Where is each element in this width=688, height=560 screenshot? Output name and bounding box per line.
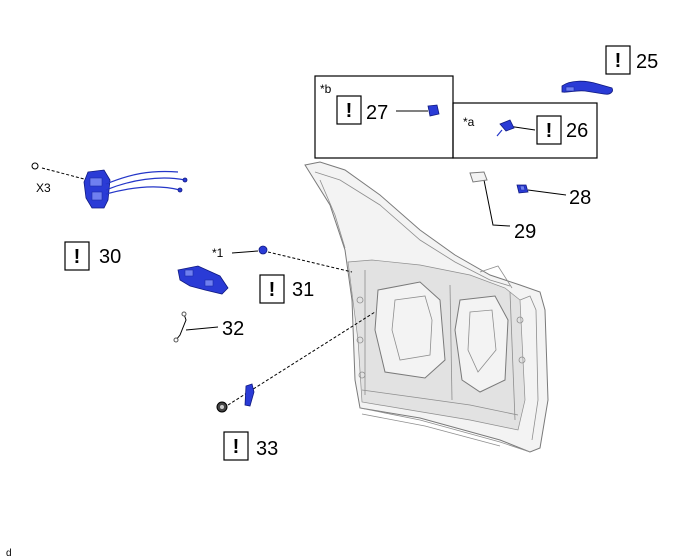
- attention-25: !: [605, 45, 631, 75]
- part-25-outside-handle: [561, 80, 613, 95]
- part-28-clip: [516, 184, 529, 194]
- attention-27: !: [336, 95, 362, 125]
- callout-30: 30: [99, 246, 121, 268]
- part-31-lock-control: [177, 245, 268, 295]
- attention-icon: !: [346, 100, 353, 122]
- leader-lines: [41, 110, 567, 406]
- note-x3: X3: [36, 181, 51, 195]
- callout-27: 27: [366, 102, 388, 124]
- attention-icon: !: [74, 246, 81, 268]
- part-33-plug: [216, 383, 255, 413]
- attention-33: !: [223, 431, 249, 461]
- callout-28: 28: [569, 187, 591, 209]
- note-star-a: *a: [463, 115, 475, 129]
- attention-30: !: [64, 241, 90, 271]
- note-star-b: *b: [320, 82, 332, 96]
- callout-26: 26: [566, 120, 588, 142]
- attention-icon: !: [269, 279, 276, 301]
- callout-33: 33: [256, 438, 278, 460]
- callout-box-group: *b *a: [314, 75, 598, 159]
- part-30-door-lock: [31, 162, 188, 209]
- callout-25: 25: [636, 51, 658, 73]
- part-26-frame: [496, 119, 515, 137]
- attention-icon: !: [615, 50, 622, 72]
- door-panel: [304, 161, 549, 453]
- part-32-rod: [173, 311, 187, 343]
- attention-26: !: [536, 115, 562, 145]
- attention-icon: !: [233, 436, 240, 458]
- attention-31: !: [259, 274, 285, 304]
- callout-32: 32: [222, 318, 244, 340]
- part-27-handle-cap: [427, 104, 440, 117]
- callout-31: 31: [292, 279, 314, 301]
- attention-icon: !: [546, 120, 553, 142]
- part-29-pad: [469, 171, 488, 183]
- callout-29: 29: [514, 221, 536, 243]
- note-star-1: *1: [212, 246, 224, 260]
- corner-mark: d: [6, 548, 12, 559]
